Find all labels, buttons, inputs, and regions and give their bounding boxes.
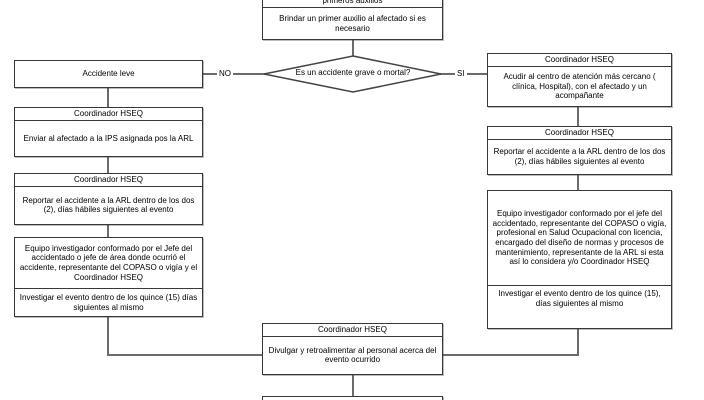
next-box-partial xyxy=(262,396,443,400)
first-aid-box-header: primeros auxilios xyxy=(263,0,442,8)
left-result-box: Accidente leve xyxy=(14,60,203,88)
merge-box: Coordinador HSEQ Divulgar y retroaliment… xyxy=(262,323,443,375)
merge-box-header: Coordinador HSEQ xyxy=(263,324,442,337)
left-step1-body: Enviar al afectado a la IPS asignada pos… xyxy=(23,133,194,143)
no-label: NO xyxy=(217,69,233,79)
connector-right-to-merge xyxy=(442,329,579,356)
right-step3-team: Equipo investigador conformado por el je… xyxy=(492,209,667,267)
yes-label: SI xyxy=(455,69,467,79)
left-step2-box: Coordinador HSEQ Reportar el accidente a… xyxy=(14,173,203,225)
left-step2-header: Coordinador HSEQ xyxy=(15,174,202,187)
left-step2-body: Reportar el accidente a la ARL dentro de… xyxy=(22,195,195,215)
right-step2-body: Reportar el accidente a la ARL dentro de… xyxy=(493,147,666,166)
left-step3-team: Equipo investigador conformado por el Je… xyxy=(19,243,198,282)
left-step3-box: Equipo investigador conformado por el Je… xyxy=(14,237,203,317)
left-result-label: Accidente leve xyxy=(82,69,135,79)
decision-diamond-shape xyxy=(263,55,442,93)
right-step2-header: Coordinador HSEQ xyxy=(488,127,671,140)
merge-box-body: Divulgar y retroalimentar al personal ac… xyxy=(268,345,437,365)
first-aid-box: primeros auxilios Brindar un primer auxi… xyxy=(262,0,443,40)
right-step1-box: Coordinador HSEQ Acudir al centro de ate… xyxy=(487,53,672,107)
left-step3-action: Investigar el evento dentro de los quinc… xyxy=(15,288,202,316)
first-aid-box-body: Brindar un primer auxilio al afectado si… xyxy=(279,13,426,33)
connector-left-to-merge xyxy=(107,316,263,356)
decision-question: Es un accidente grave o mortal? xyxy=(295,68,411,77)
right-step2-box: Coordinador HSEQ Reportar el accidente a… xyxy=(487,126,672,175)
right-step1-body: Acudir al centro de atención más cercano… xyxy=(503,71,656,101)
right-step1-header: Coordinador HSEQ xyxy=(488,54,671,67)
left-step1-box: Coordinador HSEQ Enviar al afectado a la… xyxy=(14,107,203,157)
left-step1-header: Coordinador HSEQ xyxy=(15,108,202,121)
right-step3-box: Equipo investigador conformado por el je… xyxy=(487,190,672,329)
right-step3-action: Investigar el evento dentro de los quinc… xyxy=(488,285,671,328)
